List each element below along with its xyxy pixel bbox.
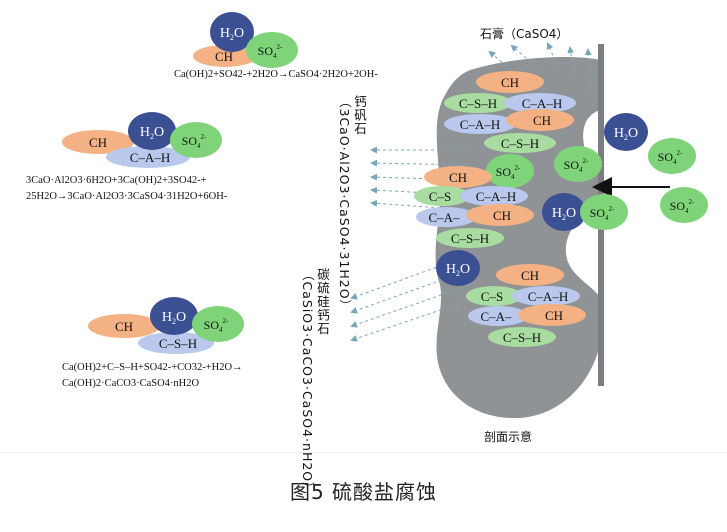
ch-ellipse	[476, 71, 544, 93]
ch-label: CH	[449, 170, 467, 185]
ch-ellipse	[62, 130, 134, 154]
ch-label: CH	[89, 135, 107, 150]
ca-label: C–A–	[480, 309, 512, 324]
h2o-ellipse	[436, 250, 480, 286]
so4-ellipse	[554, 146, 602, 182]
cs-label: C–S	[481, 289, 503, 304]
ch-ellipse	[496, 264, 564, 286]
h2o-label: H2O	[614, 126, 638, 142]
ettringite-label: 钙矾石（3CaO·Al2O3·CaSO4·31H2O）	[337, 95, 367, 314]
gypsum-label: 石膏（CaSO4）	[480, 27, 569, 41]
csh-label: C–S–H	[159, 336, 197, 351]
h2o-label: H2O	[552, 206, 576, 222]
equation-ettringite-line1: 3CaO·Al2O3·6H2O+3Ca(OH)2+3SO42-+	[26, 175, 207, 186]
cs-label: C–S	[429, 189, 451, 204]
so4-ellipse	[486, 154, 534, 188]
cah-ellipse	[468, 306, 528, 326]
cah-ellipse	[512, 286, 580, 306]
csh-label: C–S–H	[501, 136, 539, 151]
cluster-ettringite: CH H2O SO42- C–A–H	[62, 112, 222, 168]
ch-ellipse	[88, 314, 160, 338]
h2o-ellipse	[542, 193, 586, 231]
ch-ellipse	[424, 166, 492, 188]
ch-label: CH	[533, 113, 551, 128]
ch-ellipse	[466, 204, 534, 226]
section-block-middle: SO42- CH C–S C–A–H C–A– CH C–S–H	[414, 154, 534, 248]
cah-ellipse	[106, 146, 190, 168]
csh-ellipse	[484, 133, 556, 153]
equation-gypsum: Ca(OH)2+SO42-+2H2O→CaSO4·2H2O+2OH-	[174, 69, 378, 80]
concrete-section	[435, 57, 600, 419]
so4-ellipse	[648, 138, 696, 174]
cah-ellipse	[504, 93, 576, 113]
thaumasite-label: 碳硫硅钙石（CaSiO3·CaCO3·CaSO4·nH2O）	[300, 268, 330, 496]
cluster-gypsum: H2O CH SO42-	[193, 12, 298, 68]
h2o-label: H2O	[162, 310, 186, 326]
cah-label: C–A–H	[476, 189, 516, 204]
cah-ellipse	[444, 114, 516, 134]
ch-label: CH	[115, 319, 133, 334]
h2o-label: H2O	[220, 26, 244, 42]
ch-label: CH	[545, 308, 563, 323]
equation-thaumasite-line1: Ca(OH)2+C–S–H+SO42-+CO32-+H2O→	[62, 362, 243, 373]
ch-label: CH	[501, 75, 519, 90]
cah-label: C–A–H	[522, 96, 562, 111]
so4-ellipse	[170, 122, 222, 158]
csh-ellipse	[488, 327, 556, 347]
so4-ellipse	[660, 187, 708, 223]
so4-ellipse	[246, 32, 298, 68]
h2o-ellipse	[604, 113, 648, 151]
h2o-label: H2O	[446, 262, 470, 278]
csh-ellipse	[414, 186, 470, 206]
ch-label: CH	[493, 208, 511, 223]
cah-label: C–A–H	[460, 117, 500, 132]
csh-ellipse	[138, 332, 214, 354]
section-block-lower: H2O CH C–S C–A–H C–A– CH C–S–H	[436, 250, 586, 347]
caption-divider	[0, 452, 727, 453]
csh-ellipse	[444, 93, 512, 113]
csh-label: C–S–H	[451, 231, 489, 246]
csh-label: C–S–H	[459, 96, 497, 111]
csh-ellipse	[466, 286, 522, 306]
cah-label: C–A–H	[130, 150, 170, 165]
cah-ellipse	[416, 207, 476, 227]
so4-ellipse	[192, 306, 244, 342]
h2o-ellipse	[128, 112, 176, 150]
cah-ellipse	[460, 186, 528, 206]
figure-caption: 图5 硫酸盐腐蚀	[289, 480, 438, 504]
ca-label: C–A–	[428, 210, 460, 225]
so4-ellipse	[580, 194, 628, 230]
ch-label: CH	[215, 49, 233, 64]
h2o-ellipse	[210, 12, 254, 52]
csh-ellipse	[436, 228, 504, 248]
h2o-label: H2O	[140, 125, 164, 141]
equation-thaumasite-line2: Ca(OH)2·CaCO3·CaSO4·nH2O	[62, 378, 200, 389]
ch-ellipse	[506, 109, 574, 131]
ch-label: CH	[521, 268, 539, 283]
free-ions: H2O SO42- SO42- H2O SO42- SO42-	[542, 113, 708, 231]
equation-ettringite-line2: 25H2O→3CaO·Al2O3·3CaSO4·31H2O+6OH-	[26, 191, 228, 202]
h2o-ellipse	[150, 297, 198, 335]
ch-ellipse	[518, 304, 586, 326]
cluster-thaumasite: CH H2O SO42- C–S–H	[88, 297, 244, 354]
section-block-top: CH C–S–H C–A–H C–A–H CH C–S–H	[444, 71, 576, 153]
section-label: 剖面示意	[484, 430, 533, 444]
ch-ellipse	[193, 45, 257, 67]
csh-label: C–S–H	[503, 330, 541, 345]
cah-label: C–A–H	[528, 289, 568, 304]
